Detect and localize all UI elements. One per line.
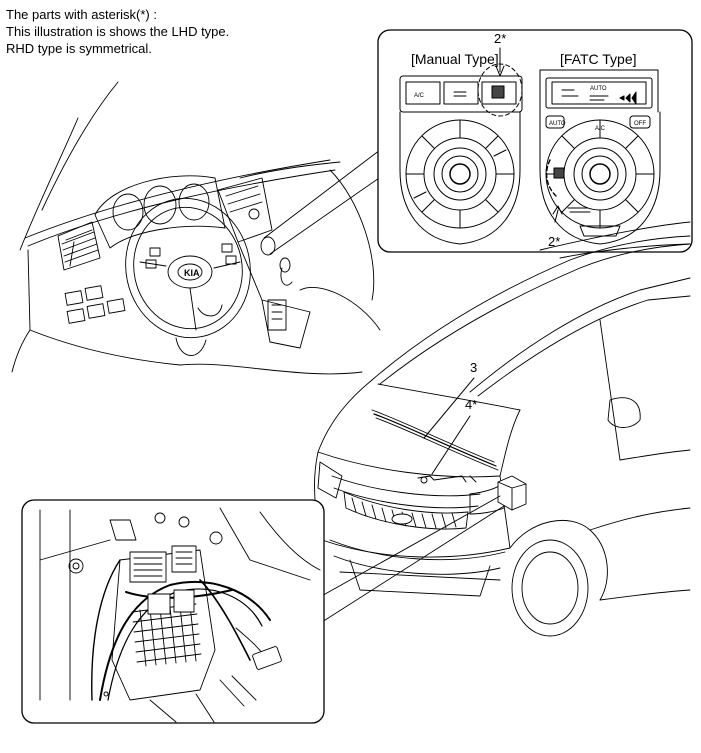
manual-climate-unit: A/C <box>399 47 523 245</box>
steering-wheel: KIA <box>125 197 251 356</box>
left-air-vent <box>57 221 101 271</box>
manual-ac-button-label: A/C <box>414 93 425 99</box>
note-line-2: This illustration is shows the LHD type. <box>6 24 230 39</box>
center-console <box>217 177 311 349</box>
svg-text:KIA: KIA <box>184 268 200 278</box>
fatc-display-auto: AUTO <box>590 86 607 92</box>
note-line-3: RHD type is symmetrical. <box>6 41 152 56</box>
climate-control-location <box>260 236 276 256</box>
inset-leader-lines-bottom <box>317 495 505 623</box>
car-exterior-illustration <box>314 221 691 637</box>
fatc-off-button-label: OFF <box>634 121 646 127</box>
inset-leader-lines-top <box>263 149 383 255</box>
callout-3: 3 <box>470 360 478 375</box>
manual-type-title: [Manual Type] <box>411 51 499 67</box>
asterisk-note: The parts with asterisk(*) : This illust… <box>6 6 229 57</box>
front-grille <box>343 491 469 530</box>
fatc-type-callout-2: 2* <box>548 234 561 249</box>
fatc-type-title: [FATC Type] <box>560 51 637 67</box>
junction-box-inset <box>21 499 325 724</box>
junction-box-location <box>497 475 527 511</box>
manual-type-callout-2: 2* <box>494 31 507 46</box>
note-line-1: The parts with asterisk(*) : <box>6 7 157 22</box>
car-callout-leaders <box>423 377 475 475</box>
instrument-cluster <box>94 175 226 249</box>
fatc-climate-unit: AUTO AUTO A/C OFF <box>539 69 661 245</box>
front-wheel <box>509 519 608 637</box>
left-switch-panel <box>64 285 126 324</box>
fatc-auto-button-label: AUTO <box>549 121 566 127</box>
dashboard-illustration: KIA <box>11 81 381 375</box>
callout-4: 4* <box>465 397 478 412</box>
climate-control-inset: A/C AUTO <box>377 29 693 253</box>
fatc-ac-button-label: A/C <box>595 126 606 132</box>
